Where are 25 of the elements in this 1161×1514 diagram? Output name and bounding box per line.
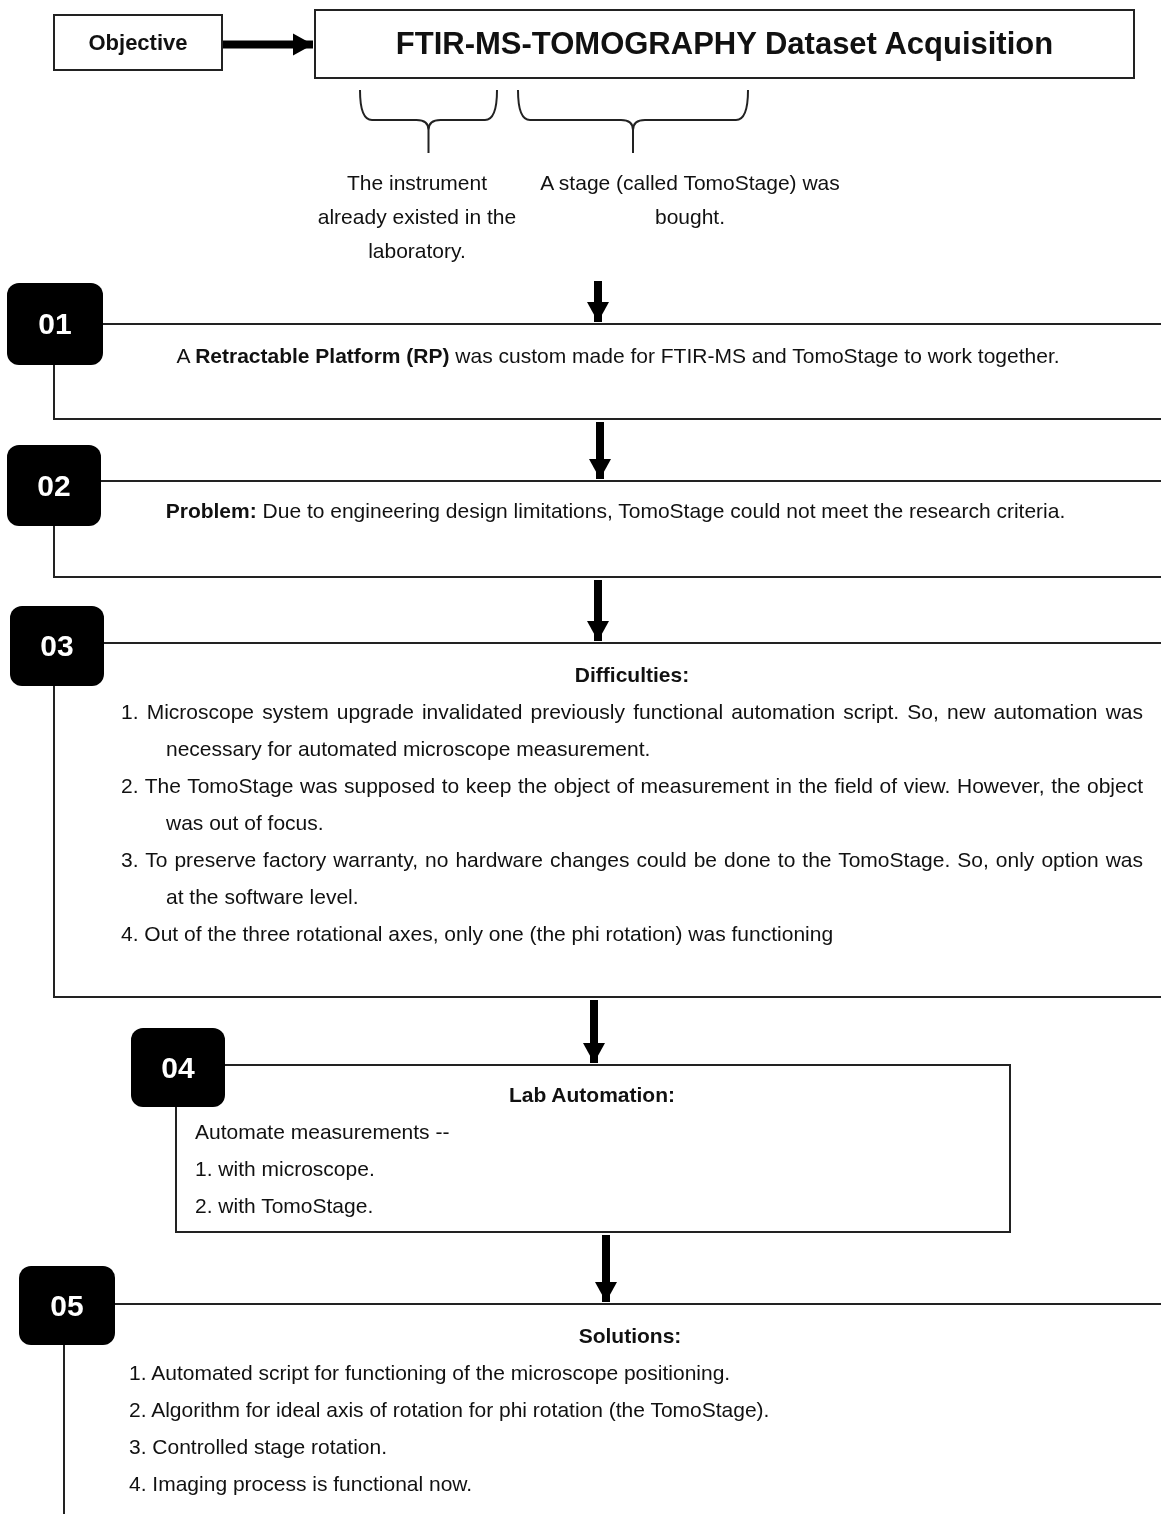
note-text: A stage (called TomoStage) was bought. (540, 170, 840, 230)
step-number-badge: 05 (19, 1266, 115, 1345)
step-number-badge: 02 (7, 445, 101, 526)
list-item: 3. To preserve factory warranty, no hardware changes could be done to the TomoStage. So, only option was at the software level. (121, 847, 1143, 910)
step-description: A Retractable Platform (RP) was custom made for FTIR-MS and TomoStage to work together. (175, 343, 1061, 369)
list-item: 2. Algorithm for ideal axis of rotation for phi rotation (the TomoStage). (129, 1397, 771, 1423)
list-item: 1. with microscope. (195, 1156, 376, 1182)
step-number-badge: 04 (131, 1028, 225, 1107)
list-item: 4. Out of the three rotational axes, only one (the phi rotation) was functioning (121, 921, 835, 947)
step-heading: Solutions: (577, 1323, 683, 1349)
step-number-badge: 01 (7, 283, 103, 365)
list-item: 1. Microscope system upgrade invalidated previously functional automation script. So, new automation was necessary for automated microscope measurement. (121, 699, 1143, 762)
note-text: The instrument already existed in the laboratory. (316, 170, 518, 264)
step-heading: Lab Automation: (508, 1082, 676, 1108)
objective-box: Objective (53, 14, 223, 71)
list-item: 4. Imaging process is functional now. (129, 1471, 474, 1497)
step-heading: Difficulties: (573, 662, 691, 688)
list-item: 3. Controlled stage rotation. (129, 1434, 388, 1460)
step-description: Automate measurements -- (195, 1119, 451, 1145)
list-item: 1. Automated script for functioning of the microscope positioning. (129, 1360, 732, 1386)
list-item: 2. with TomoStage. (195, 1193, 375, 1219)
step-description: Problem: Due to engineering design limitations, TomoStage could not meet the research criteria. (164, 498, 1067, 524)
step-number-badge: 03 (10, 606, 104, 686)
title-box: FTIR-MS-TOMOGRAPHY Dataset Acquisition (314, 9, 1135, 79)
list-item: 2. The TomoStage was supposed to keep the object of measurement in the field of view. However, the object was out of focus. (121, 773, 1143, 836)
